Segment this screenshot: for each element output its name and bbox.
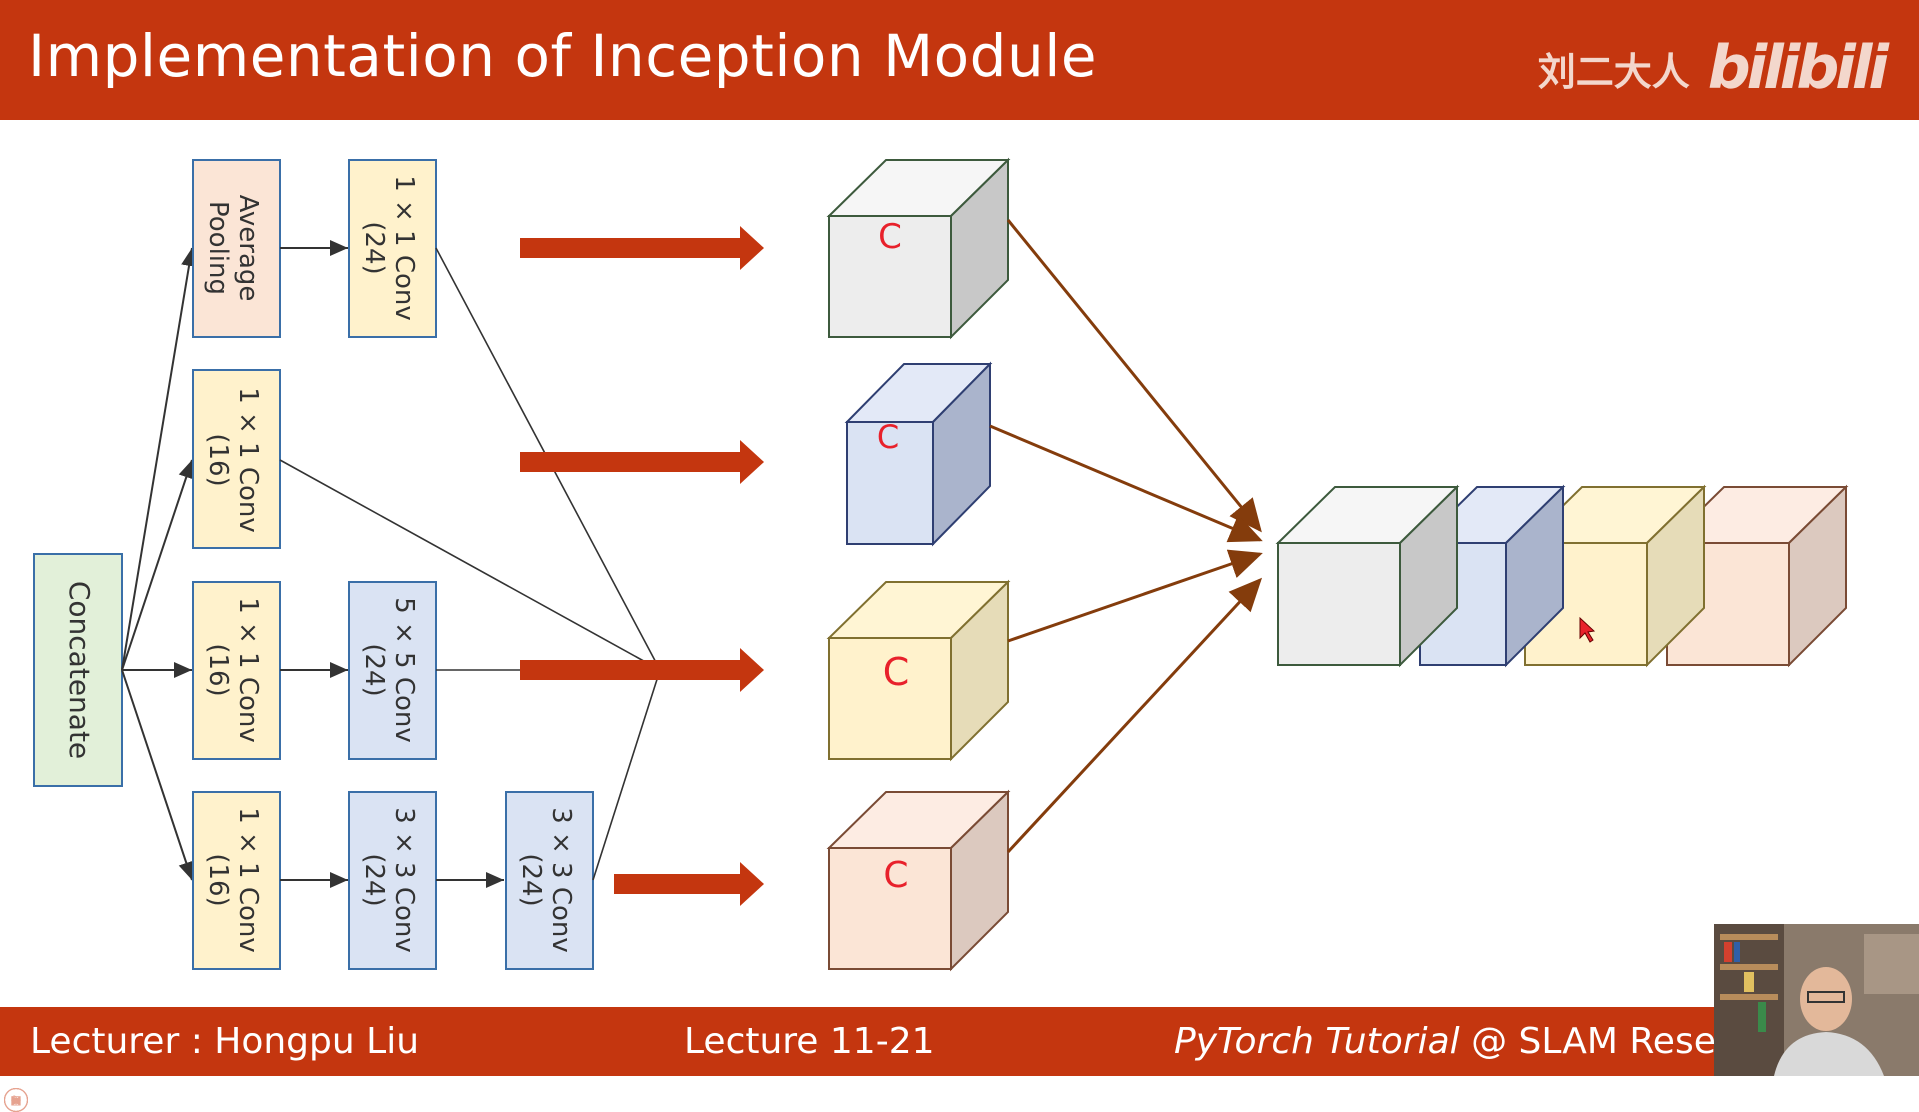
conv3x3-24-box-a	[348, 791, 437, 970]
avg-pooling-label: AveragePooling	[203, 195, 263, 302]
webcam-image	[1714, 924, 1919, 1076]
cube-gray: C	[826, 157, 1011, 340]
branch-4: 1 × 1 Conv(16) 3 × 3 Conv(24) 3 × 3 Conv…	[192, 791, 594, 970]
branch-2: 1 × 1 Conv(16)	[192, 369, 281, 549]
concatenate-box: Concatenate	[33, 553, 123, 787]
output-arrows	[989, 219, 1263, 854]
merge-lines	[279, 247, 661, 881]
red-arrow-3	[520, 648, 764, 692]
red-arrow-2	[520, 440, 764, 484]
red-arrow-1	[520, 226, 764, 270]
watermark-text: 刘二大人	[1537, 49, 1690, 94]
conv1x1-24-label: 1 × 1 Conv(24)	[359, 175, 419, 321]
cube-label-1: C	[878, 217, 902, 257]
conv1x1-16-label-a: 1 × 1 Conv(16)	[203, 387, 263, 533]
inception-diagram: Concatenate AveragePooling 1 × 1 Conv(24…	[33, 157, 1849, 972]
conv1x1-16-box-a	[192, 369, 281, 549]
footer-lecturer: Lecturer : Hongpu Liu	[30, 1021, 420, 1062]
footer-course-italic: PyTorch Tutorial	[1174, 1021, 1460, 1062]
conv1x1-24-box	[348, 159, 437, 338]
footer-lecture: Lecture 11-21	[684, 1021, 935, 1062]
footer-course-rest: @ SLAM Resea	[1459, 1021, 1738, 1062]
branch-3: 1 × 1 Conv(16) 5 × 5 Conv(24)	[192, 581, 437, 760]
red-arrow-4	[614, 862, 764, 906]
cube-yellow: C	[826, 579, 1011, 762]
slide-header: Implementation of Inception Module 刘二大人 …	[0, 0, 1919, 120]
conv1x1-16-box-c	[192, 791, 281, 970]
mouse-cursor-icon	[1579, 616, 1596, 643]
webcam-overlay	[1714, 924, 1919, 1076]
cube-blue: C	[844, 361, 993, 547]
footer-course: PyTorch Tutorial @ SLAM Resea	[1174, 1021, 1738, 1062]
red-arrows	[520, 226, 764, 906]
slide-footer: Lecturer : Hongpu Liu Lecture 11-21 PyTo…	[0, 1007, 1919, 1112]
conv3x3-24-label-b: 3 × 3 Conv(24)	[516, 807, 576, 953]
conv3x3-24-label-a: 3 × 3 Conv(24)	[359, 807, 419, 953]
watermark: 刘二大人 bilibili	[1537, 33, 1889, 103]
conv1x1-16-label-c: 1 × 1 Conv(16)	[203, 807, 263, 953]
concatenate-label: Concatenate	[63, 581, 96, 759]
conv1x1-16-label-b: 1 × 1 Conv(16)	[203, 597, 263, 743]
cube-label-2: C	[877, 418, 899, 456]
slide-title: Implementation of Inception Module	[28, 22, 1098, 90]
bilibili-logo: bilibili	[1707, 33, 1889, 103]
conv3x3-24-box-b	[505, 791, 594, 970]
conv5x5-24-label: 5 × 5 Conv(24)	[359, 597, 419, 743]
output-cube-gray	[1275, 484, 1460, 668]
branch-1: AveragePooling 1 × 1 Conv(24)	[192, 159, 437, 338]
avg-pooling-box	[192, 159, 281, 338]
cube-label-3: C	[883, 650, 910, 694]
conv5x5-24-box	[348, 581, 437, 760]
fanout-arrows	[121, 247, 197, 881]
cube-pink: C	[826, 789, 1011, 972]
cube-label-4: C	[883, 855, 908, 896]
more-icon[interactable]: ⋯	[4, 1088, 28, 1112]
output-cube-pink	[1664, 484, 1849, 668]
